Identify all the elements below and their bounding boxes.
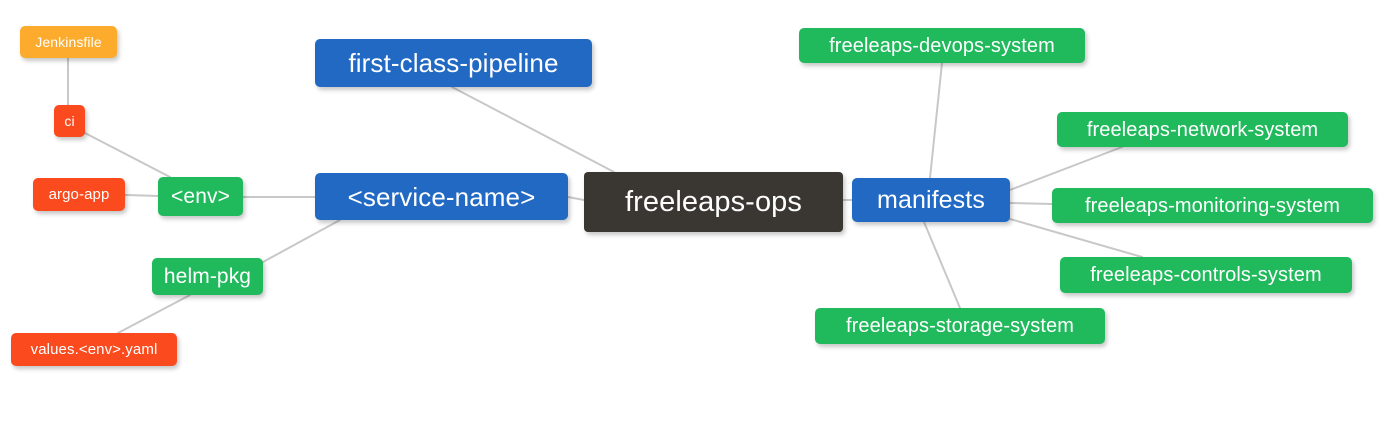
node-argo-app[interactable]: argo-app [33, 178, 125, 211]
edge-manifests-to-freeleaps-devops-system [929, 62, 943, 179]
node-manifests[interactable]: manifests [852, 178, 1010, 222]
node-freeleaps-controls-system[interactable]: freeleaps-controls-system [1060, 257, 1352, 293]
node-Jenkinsfile[interactable]: Jenkinsfile [20, 26, 117, 58]
node-freeleaps-network-system[interactable]: freeleaps-network-system [1057, 112, 1348, 147]
edge-helm-pkg-to-service-name [262, 219, 341, 263]
node-helm-pkg[interactable]: helm-pkg [152, 258, 263, 295]
edge-manifests-to-freeleaps-network-system [1009, 146, 1123, 191]
node-freeleaps-storage-system[interactable]: freeleaps-storage-system [815, 308, 1105, 344]
node-values-env-yaml[interactable]: values.<env>.yaml [11, 333, 177, 366]
edge-manifests-to-freeleaps-storage-system [923, 221, 961, 309]
node-env[interactable]: <env> [158, 177, 243, 216]
edge-manifests-to-freeleaps-monitoring-system [1009, 202, 1053, 205]
node-freeleaps-devops-system[interactable]: freeleaps-devops-system [799, 28, 1085, 63]
edge-manifests-to-freeleaps-controls-system [1009, 218, 1143, 258]
edge-argo-app-to-env [124, 194, 159, 197]
edge-first-class-pipeline-to-freeleaps-ops [451, 86, 615, 173]
edge-values-env-yaml-to-helm-pkg [117, 294, 191, 334]
node-ci[interactable]: ci [54, 105, 85, 137]
node-service-name[interactable]: <service-name> [315, 173, 568, 220]
node-freeleaps-monitoring-system[interactable]: freeleaps-monitoring-system [1052, 188, 1373, 223]
node-freeleaps-ops[interactable]: freeleaps-ops [584, 172, 843, 232]
edge-ci-to-env [84, 132, 171, 178]
node-first-class-pipeline[interactable]: first-class-pipeline [315, 39, 592, 87]
edge-service-name-to-freeleaps-ops [567, 196, 585, 201]
